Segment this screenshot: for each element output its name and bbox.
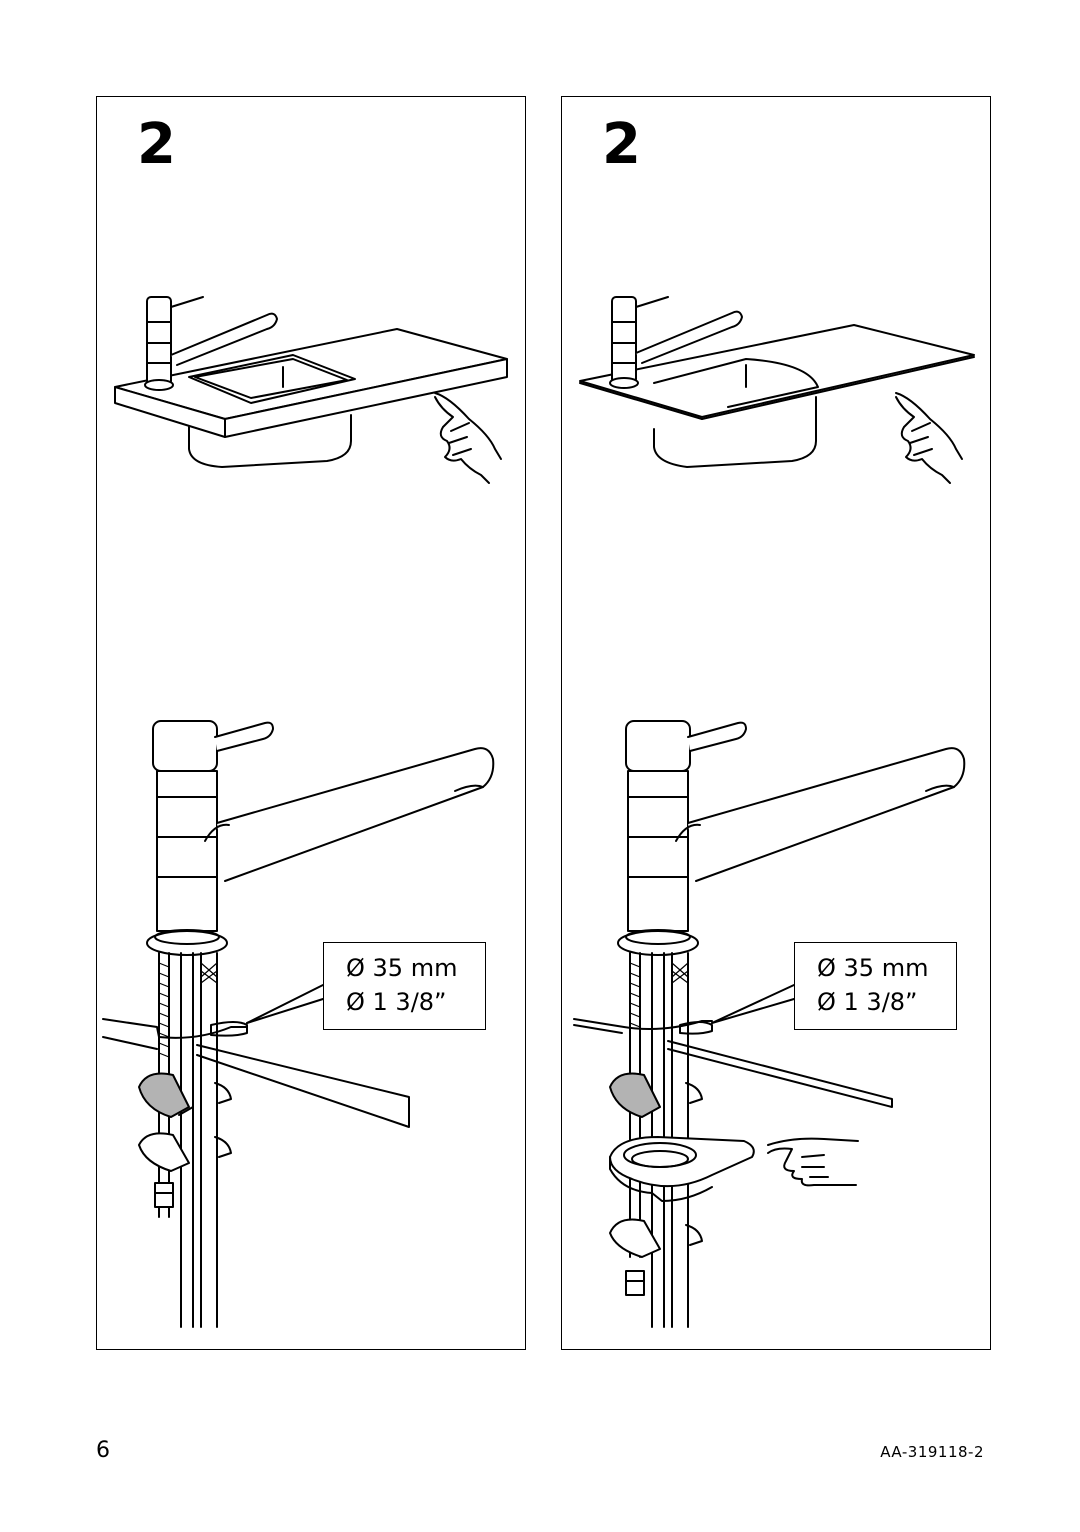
- support-plate-illustration: [609, 1136, 755, 1202]
- faucet-small-illustration: [609, 296, 743, 389]
- thin-countertop-illustration: [579, 324, 975, 468]
- instruction-panel-left: 2: [96, 96, 526, 1350]
- dimension-metric: Ø 35 mm: [346, 954, 458, 982]
- step-number: 2: [602, 112, 641, 177]
- page-number: 6: [96, 1438, 110, 1463]
- pointing-hand-icon: [434, 392, 502, 484]
- pointing-hand-icon: [895, 392, 963, 484]
- dimension-label-box: Ø 35 mm Ø 1 3/8”: [794, 942, 957, 1030]
- dimension-metric: Ø 35 mm: [817, 954, 929, 982]
- faucet-small-illustration: [144, 296, 278, 391]
- faucet-large-illustration: [573, 720, 966, 1328]
- document-code: AA-319118-2: [880, 1443, 984, 1461]
- instruction-panel-right: 2: [561, 96, 991, 1350]
- pointing-hand-icon: [767, 1137, 859, 1187]
- dimension-imperial: Ø 1 3/8”: [346, 988, 447, 1016]
- sink-assembly-illustration: [102, 296, 508, 1328]
- sink-assembly-illustration: [573, 296, 975, 1328]
- dimension-imperial: Ø 1 3/8”: [817, 988, 918, 1016]
- thick-countertop-illustration: [114, 328, 508, 468]
- faucet-large-illustration: [102, 720, 495, 1328]
- dimension-label-box: Ø 35 mm Ø 1 3/8”: [323, 942, 486, 1030]
- step-number: 2: [137, 112, 176, 177]
